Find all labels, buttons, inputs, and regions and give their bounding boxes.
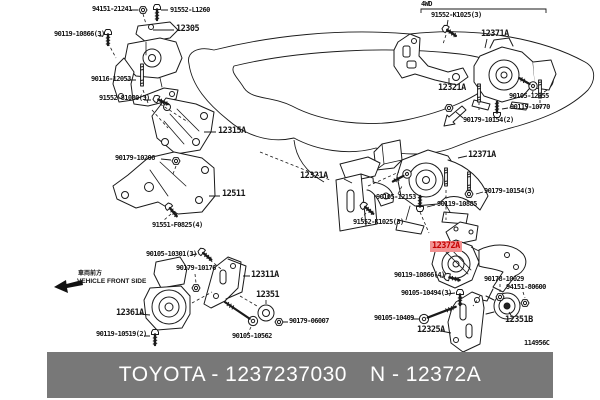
part-12321A-center-drawing (335, 156, 394, 232)
part-12372A-drawing (431, 221, 527, 302)
callout-94151-21241: 94151-21241 (92, 5, 132, 13)
part-12361A-drawing (143, 256, 191, 331)
part-12351-drawing (257, 304, 275, 322)
callout-90178-10029: 90178-10029 (484, 275, 524, 283)
callout-12325a: 12325A (417, 325, 445, 335)
callout-90105-10494-3-: 90105-10494(3) (401, 289, 452, 297)
part-12371A-4wd-drawing (471, 37, 557, 111)
callout-12321a: 12321A (300, 171, 328, 181)
footer-reference-code: N - 12372A (369, 363, 482, 386)
callout-90179-10176: 90179-10176 (176, 264, 216, 272)
callout-90179-10154-3-: 90179-10154(3) (484, 187, 535, 195)
callout-90179-06007: 90179-06007 (289, 317, 329, 325)
callout-91552-k1025-3-: 91552-K1025(3) (431, 11, 482, 19)
dashed-lines (107, 13, 541, 334)
part-12305-drawing (112, 21, 183, 107)
vehicle-front-arrow-icon (54, 280, 83, 293)
callout-90105-12153: 90105-12153 (376, 193, 416, 201)
callout-12351: 12351 (256, 290, 280, 300)
callout-12371a: 12371A (468, 150, 496, 160)
callout-90116-12053: 90116-12053 (91, 75, 131, 83)
part-12311A-drawing (203, 256, 247, 309)
callout-12351b: 12351B (505, 315, 533, 325)
4wd-bracket-line (420, 8, 547, 13)
callout-114956c: 114956C (524, 339, 550, 347)
callout-90119-10770: 90119-10770 (510, 103, 550, 111)
callout-90105-10409: 90105-10409 (374, 314, 414, 322)
callout-12361a: 12361A (116, 308, 144, 318)
callout-90119-10885: 90119-10885 (437, 200, 477, 208)
callout-90119-10866-3-: 90119-10866(3) (54, 30, 105, 38)
part-12371A-center-drawing (373, 139, 489, 235)
callout-90119-10866-4-: 90119-10866(4) (394, 271, 445, 279)
callout-12315a: 12315A (218, 126, 246, 136)
callout-91551-f0825-4-: 91551-F0825(4) (152, 221, 203, 229)
callout-90105-10562: 90105-10562 (232, 332, 272, 340)
callout-90105-12155: 90105-12155 (509, 92, 549, 100)
callout-4wd: 4WD (421, 0, 432, 8)
callout-90119-10519-2-: 90119-10519(2) (96, 330, 147, 338)
footer-part-number: TOYOTA - 1237237030 (118, 363, 347, 386)
callout-91552-k1025-3-: 91552-K1025(3) (353, 218, 404, 226)
callout-12305: 12305 (176, 24, 200, 34)
callout--: 車両前方 (78, 270, 103, 277)
callout-12511: 12511 (222, 189, 246, 199)
leader-lines (99, 8, 547, 337)
callout-90179-10154-2-: 90179-10154(2) (463, 116, 514, 124)
part-12511-drawing (112, 151, 216, 215)
pointer-arrow-icon (443, 105, 467, 127)
callout-12321a: 12321A (438, 83, 466, 93)
callout-12371a: 12371A (481, 29, 509, 39)
callout-94151-80600: 94151-80600 (506, 283, 546, 291)
footer-part-bar: TOYOTA - 1237237030 N - 12372A (47, 352, 553, 398)
callout-12372a: 12372A (430, 241, 462, 253)
callout-91552-l1260: 91552-L1260 (170, 6, 210, 14)
callout-90105-10301-3-: 90105-10301(3) (146, 250, 197, 258)
part-12321A-4wd-drawing (393, 33, 469, 86)
callout-vehicle-front-side: VEHICLE FRONT SIDE (77, 278, 147, 285)
callout-91552-81080-3-: 91552-81080(3) (99, 94, 150, 102)
callout-90179-10206: 90179-10206 (115, 154, 155, 162)
callout-12311a: 12311A (251, 270, 279, 280)
part-12325A-drawing (447, 291, 485, 353)
